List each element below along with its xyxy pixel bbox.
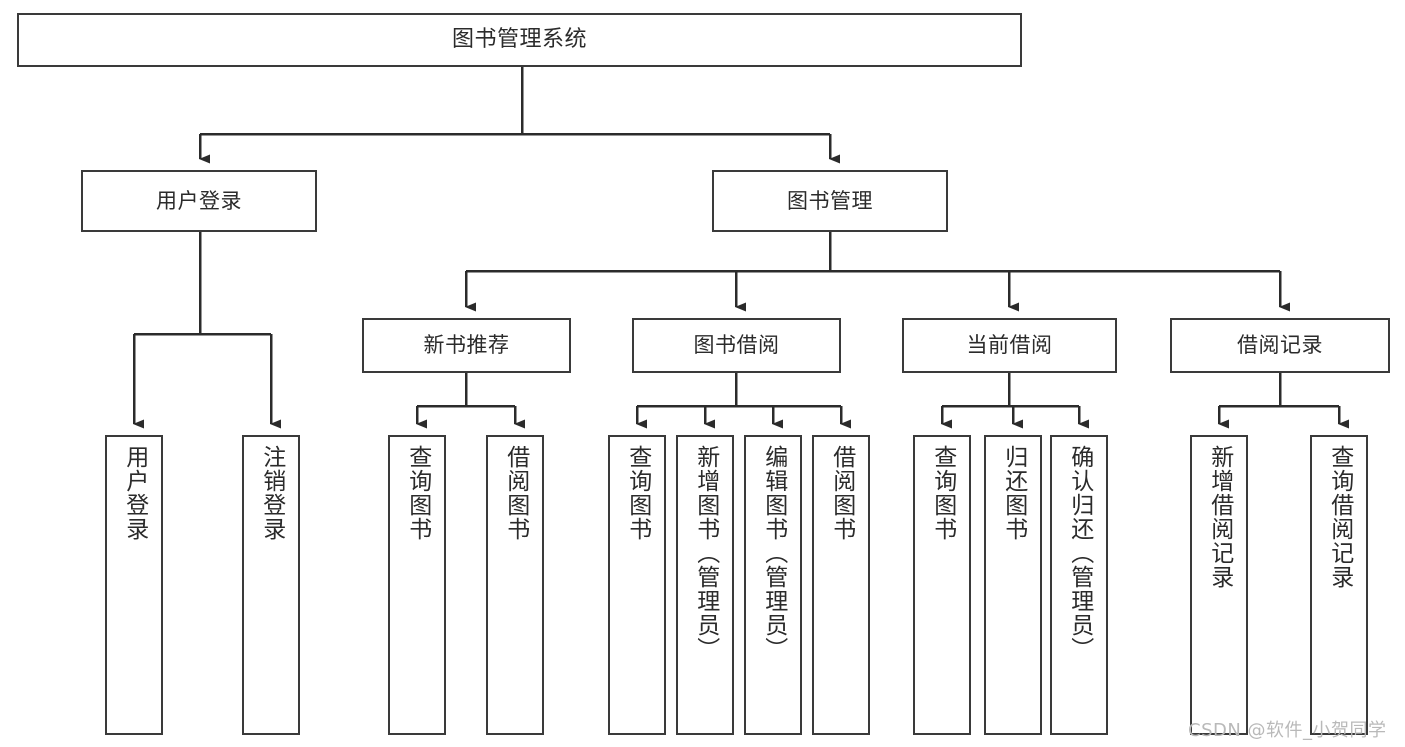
node-user-login-label: 用户登录 xyxy=(156,188,242,213)
node-borrow-record-label: 借阅记录 xyxy=(1237,333,1323,358)
node-current-borrow[interactable]: 当前借阅 xyxy=(902,318,1117,373)
node-leaf-add-book-label: 新增图书（管理员） xyxy=(692,445,719,661)
node-current-borrow-label: 当前借阅 xyxy=(966,333,1053,358)
node-leaf-query-book-2[interactable]: 查询图书 xyxy=(608,435,666,735)
node-book-manage[interactable]: 图书管理 xyxy=(712,170,948,232)
node-user-login[interactable]: 用户登录 xyxy=(81,170,317,232)
node-new-book-recommend-label: 新书推荐 xyxy=(423,333,510,358)
node-leaf-query-book-1[interactable]: 查询图书 xyxy=(388,435,446,735)
node-root-label: 图书管理系统 xyxy=(451,27,587,53)
node-leaf-return-book-label: 归还图书 xyxy=(1000,445,1027,541)
node-leaf-query-book-1-label: 查询图书 xyxy=(404,445,431,541)
node-leaf-borrow-book-2-label: 借阅图书 xyxy=(828,445,855,541)
node-book-borrow-label: 图书借阅 xyxy=(693,333,780,358)
node-leaf-query-book-2-label: 查询图书 xyxy=(624,445,651,541)
node-root[interactable]: 图书管理系统 xyxy=(17,13,1022,67)
node-borrow-record[interactable]: 借阅记录 xyxy=(1170,318,1390,373)
node-leaf-borrow-book-1[interactable]: 借阅图书 xyxy=(486,435,544,735)
node-leaf-confirm-return[interactable]: 确认归还（管理员） xyxy=(1050,435,1108,735)
node-leaf-confirm-return-label: 确认归还（管理员） xyxy=(1066,445,1093,661)
node-leaf-borrow-book-2[interactable]: 借阅图书 xyxy=(812,435,870,735)
node-leaf-user-login[interactable]: 用户登录 xyxy=(105,435,163,735)
node-book-borrow[interactable]: 图书借阅 xyxy=(632,318,841,373)
node-new-book-recommend[interactable]: 新书推荐 xyxy=(362,318,571,373)
node-leaf-query-book-3[interactable]: 查询图书 xyxy=(913,435,971,735)
node-leaf-add-borrow-record[interactable]: 新增借阅记录 xyxy=(1190,435,1248,735)
node-leaf-user-login-label: 用户登录 xyxy=(121,445,148,541)
node-leaf-edit-book[interactable]: 编辑图书（管理员） xyxy=(744,435,802,735)
node-leaf-user-logout-label: 注销登录 xyxy=(258,445,285,541)
node-leaf-add-book[interactable]: 新增图书（管理员） xyxy=(676,435,734,735)
node-leaf-query-book-3-label: 查询图书 xyxy=(929,445,956,541)
node-leaf-borrow-book-1-label: 借阅图书 xyxy=(502,445,529,541)
node-leaf-return-book[interactable]: 归还图书 xyxy=(984,435,1042,735)
csdn-watermark: CSDN @软件_小贺同学 xyxy=(1188,720,1387,741)
node-leaf-query-borrow-record-label: 查询借阅记录 xyxy=(1326,445,1353,589)
node-leaf-query-borrow-record[interactable]: 查询借阅记录 xyxy=(1310,435,1368,735)
node-leaf-user-logout[interactable]: 注销登录 xyxy=(242,435,300,735)
node-book-manage-label: 图书管理 xyxy=(787,188,873,213)
node-leaf-edit-book-label: 编辑图书（管理员） xyxy=(760,445,787,661)
node-leaf-add-borrow-record-label: 新增借阅记录 xyxy=(1206,445,1233,589)
